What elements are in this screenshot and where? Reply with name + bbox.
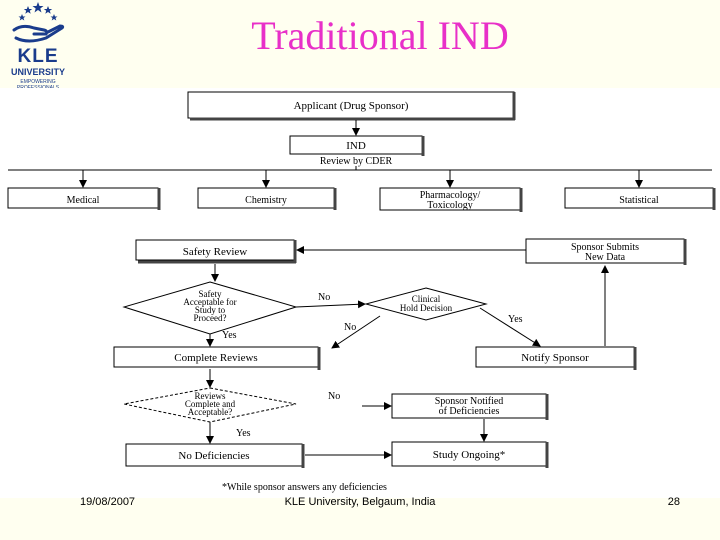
chemistry-label: Chemistry <box>245 195 287 206</box>
page-number: 28 <box>667 496 680 508</box>
pharmacology-label-1: Pharmacology/ <box>420 190 481 201</box>
decision1-line3: Study to <box>195 305 226 315</box>
no-label-1: No <box>318 292 330 303</box>
box-statistical: Statistical <box>564 187 716 210</box>
box-chemistry: Chemistry <box>197 187 337 210</box>
box-study-ongoing: Study Ongoing* <box>391 441 549 468</box>
box-pharmacology: Pharmacology/ Toxicology <box>379 187 523 212</box>
flowchart-svg: Applicant (Drug Sponsor) IND Review by C… <box>7 91 716 493</box>
no-deficiencies-label: No Deficiencies <box>178 450 249 462</box>
sponsor-notified-label-1: Sponsor Notified <box>435 396 504 407</box>
decision2-line3: Acceptable? <box>188 407 232 417</box>
yes-label-3: Yes <box>236 428 251 439</box>
statistical-label: Statistical <box>619 195 659 206</box>
footer-institution: KLE University, Belgaum, India <box>284 496 436 508</box>
clinical-hold-line2: Hold Decision <box>400 303 453 313</box>
ind-flowchart: Applicant (Drug Sponsor) IND Review by C… <box>0 88 720 498</box>
box-notify-sponsor: Notify Sponsor <box>475 346 637 370</box>
decision-safety-acceptable: Safety Acceptable for Study to Proceed? <box>122 281 298 335</box>
logo-text-kle: KLE <box>17 46 59 67</box>
slide-title: Traditional IND <box>251 13 509 58</box>
box-sponsor-notified: Sponsor Notified of Deficiencies <box>391 393 549 420</box>
box-sponsor-submits: Sponsor Submits New Data <box>525 238 687 265</box>
logo-emblem <box>12 2 65 43</box>
box-applicant: Applicant (Drug Sponsor) <box>187 91 516 121</box>
decision-reviews-complete: Reviews Complete and Acceptable? <box>123 387 297 423</box>
notify-sponsor-label: Notify Sponsor <box>521 352 589 364</box>
medical-label: Medical <box>67 195 100 206</box>
star-icon <box>43 6 53 14</box>
decision2-line1: Reviews <box>195 391 226 401</box>
connectors <box>79 120 643 459</box>
pharmacology-label-2: Toxicology <box>427 200 472 211</box>
yes-label-2: Yes <box>508 314 523 325</box>
decision1-line2: Acceptable for <box>183 297 236 307</box>
safety-review-label: Safety Review <box>183 246 248 258</box>
arrow-hold-no <box>331 315 381 349</box>
star-icon <box>18 14 26 21</box>
star-icon <box>32 2 44 13</box>
box-medical: Medical <box>7 187 161 210</box>
kle-university-logo: KLE UNIVERSITY EMPOWERING PROFESSIONALS <box>0 0 76 96</box>
applicant-label: Applicant (Drug Sponsor) <box>294 100 409 112</box>
hand-icon <box>12 24 65 43</box>
decision2-line2: Complete and <box>185 399 236 409</box>
no-label-2: No <box>344 322 356 333</box>
star-icon <box>50 14 58 21</box>
study-ongoing-label: Study Ongoing* <box>433 449 505 461</box>
footer-date: 19/08/2007 <box>80 496 136 508</box>
decision-clinical-hold: Clinical Hold Decision <box>364 287 488 321</box>
box-no-deficiencies: No Deficiencies <box>125 443 305 468</box>
clinical-hold-line1: Clinical <box>412 294 441 304</box>
no-label-3: No <box>328 391 340 402</box>
footnote: *While sponsor answers any deficiencies <box>222 482 387 493</box>
ind-label: IND <box>346 140 366 152</box>
review-by-label: Review by CDER <box>320 156 393 167</box>
sponsor-notified-label-2: of Deficiencies <box>439 406 500 417</box>
complete-reviews-label: Complete Reviews <box>174 352 257 364</box>
sponsor-submits-label-2: New Data <box>585 252 626 263</box>
decision1-line1: Safety <box>199 289 222 299</box>
arrow-hold-yes <box>479 307 541 347</box>
arrow-decision1-no <box>295 300 366 309</box>
sponsor-submits-label-1: Sponsor Submits <box>571 242 639 253</box>
box-complete-reviews: Complete Reviews <box>113 346 321 370</box>
logo-text-university: UNIVERSITY <box>10 67 65 77</box>
yes-label-1: Yes <box>222 330 237 341</box>
star-icon <box>23 6 33 14</box>
box-safety-review: Safety Review <box>135 239 297 264</box>
decision1-line4: Proceed? <box>194 313 227 323</box>
box-ind: IND Review by CDER <box>289 135 425 167</box>
